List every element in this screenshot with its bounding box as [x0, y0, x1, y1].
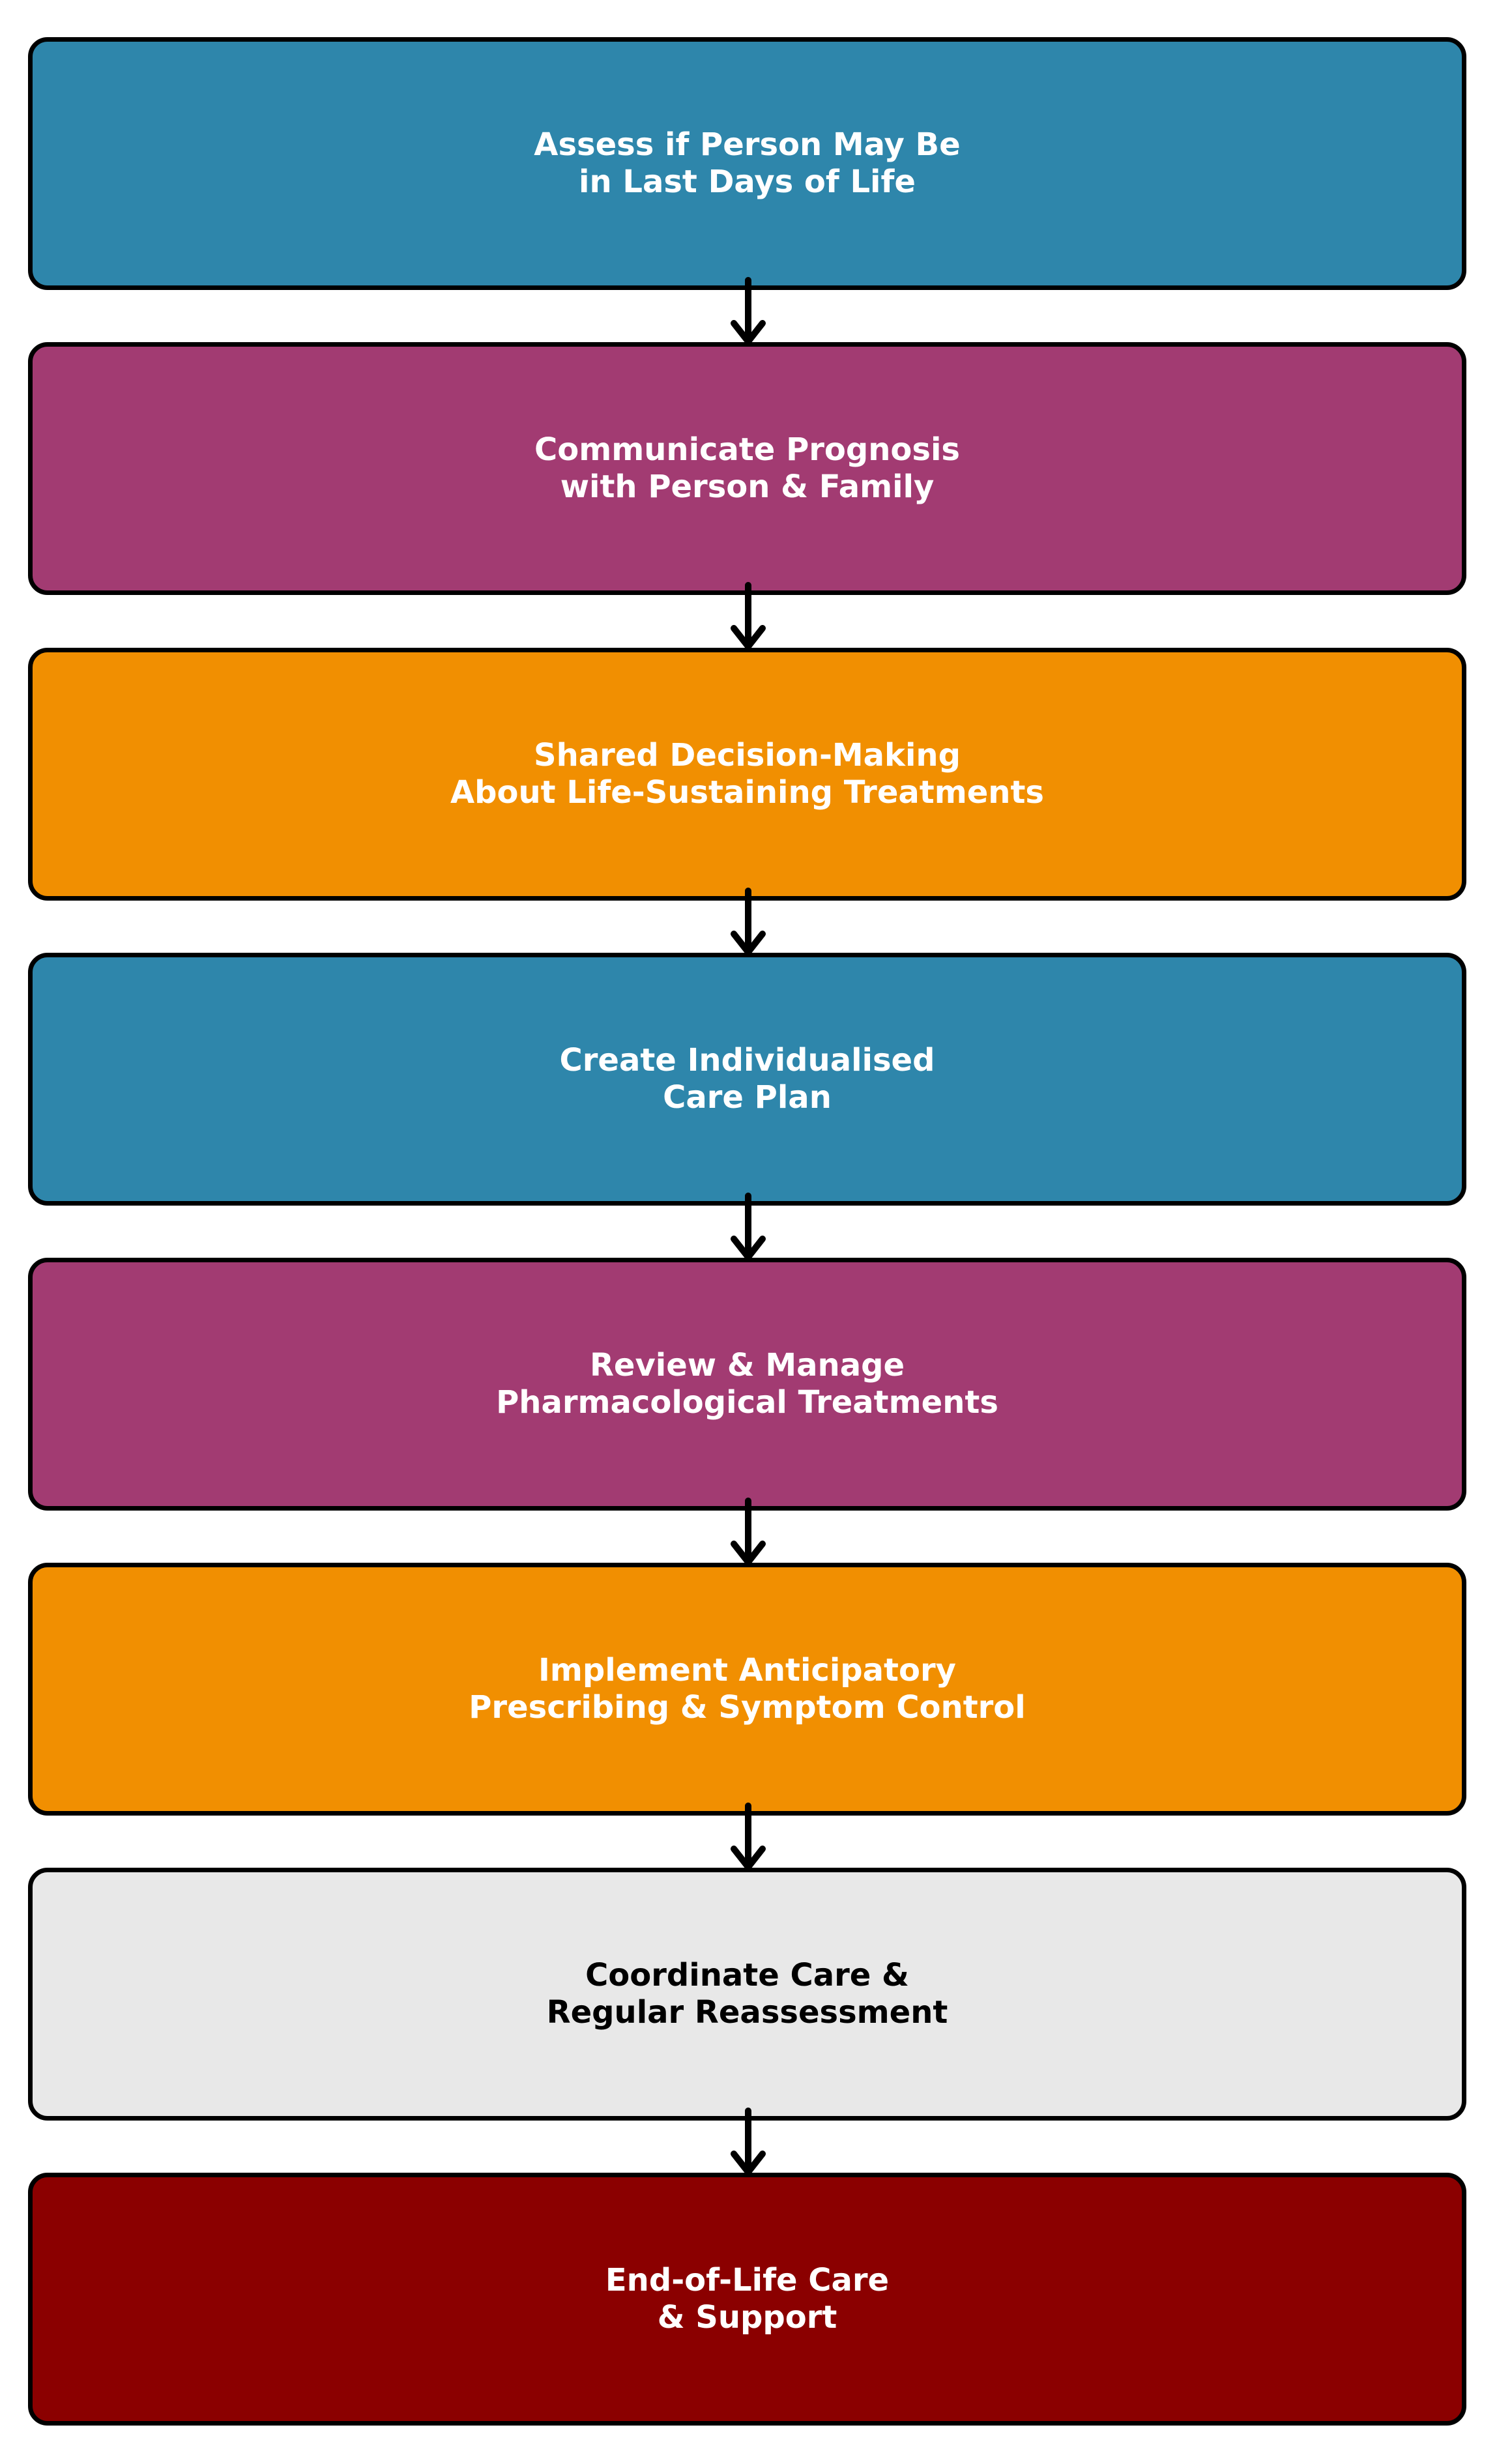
step-label: Assess if Person May Be in Last Days of …	[534, 126, 961, 200]
step-create-care-plan: Create Individualised Care Plan	[28, 953, 1466, 1206]
arrow-down-icon	[731, 277, 766, 345]
step-shared-decision-making: Shared Decision-Making About Life-Sustai…	[28, 648, 1466, 901]
step-assess-last-days: Assess if Person May Be in Last Days of …	[28, 37, 1466, 290]
step-end-of-life-care: End-of-Life Care & Support	[28, 2173, 1466, 2426]
step-label: Shared Decision-Making About Life-Sustai…	[450, 737, 1044, 811]
step-label: Coordinate Care & Regular Reassessment	[546, 1957, 948, 2031]
step-label: Implement Anticipatory Prescribing & Sym…	[469, 1652, 1026, 1726]
arrow-down-icon	[731, 1498, 766, 1565]
step-coordinate-care: Coordinate Care & Regular Reassessment	[28, 1868, 1466, 2121]
step-anticipatory-prescribing: Implement Anticipatory Prescribing & Sym…	[28, 1563, 1466, 1816]
step-label: Review & Manage Pharmacological Treatmen…	[496, 1347, 998, 1421]
step-communicate-prognosis: Communicate Prognosis with Person & Fami…	[28, 342, 1466, 595]
arrow-down-icon	[731, 1193, 766, 1260]
step-review-pharmacological: Review & Manage Pharmacological Treatmen…	[28, 1258, 1466, 1511]
arrow-down-icon	[731, 2108, 766, 2175]
arrow-down-icon	[731, 1803, 766, 1870]
step-label: Create Individualised Care Plan	[559, 1042, 935, 1116]
step-label: End-of-Life Care & Support	[605, 2262, 890, 2336]
arrow-down-icon	[731, 582, 766, 650]
step-label: Communicate Prognosis with Person & Fami…	[534, 431, 960, 505]
arrow-down-icon	[731, 888, 766, 955]
